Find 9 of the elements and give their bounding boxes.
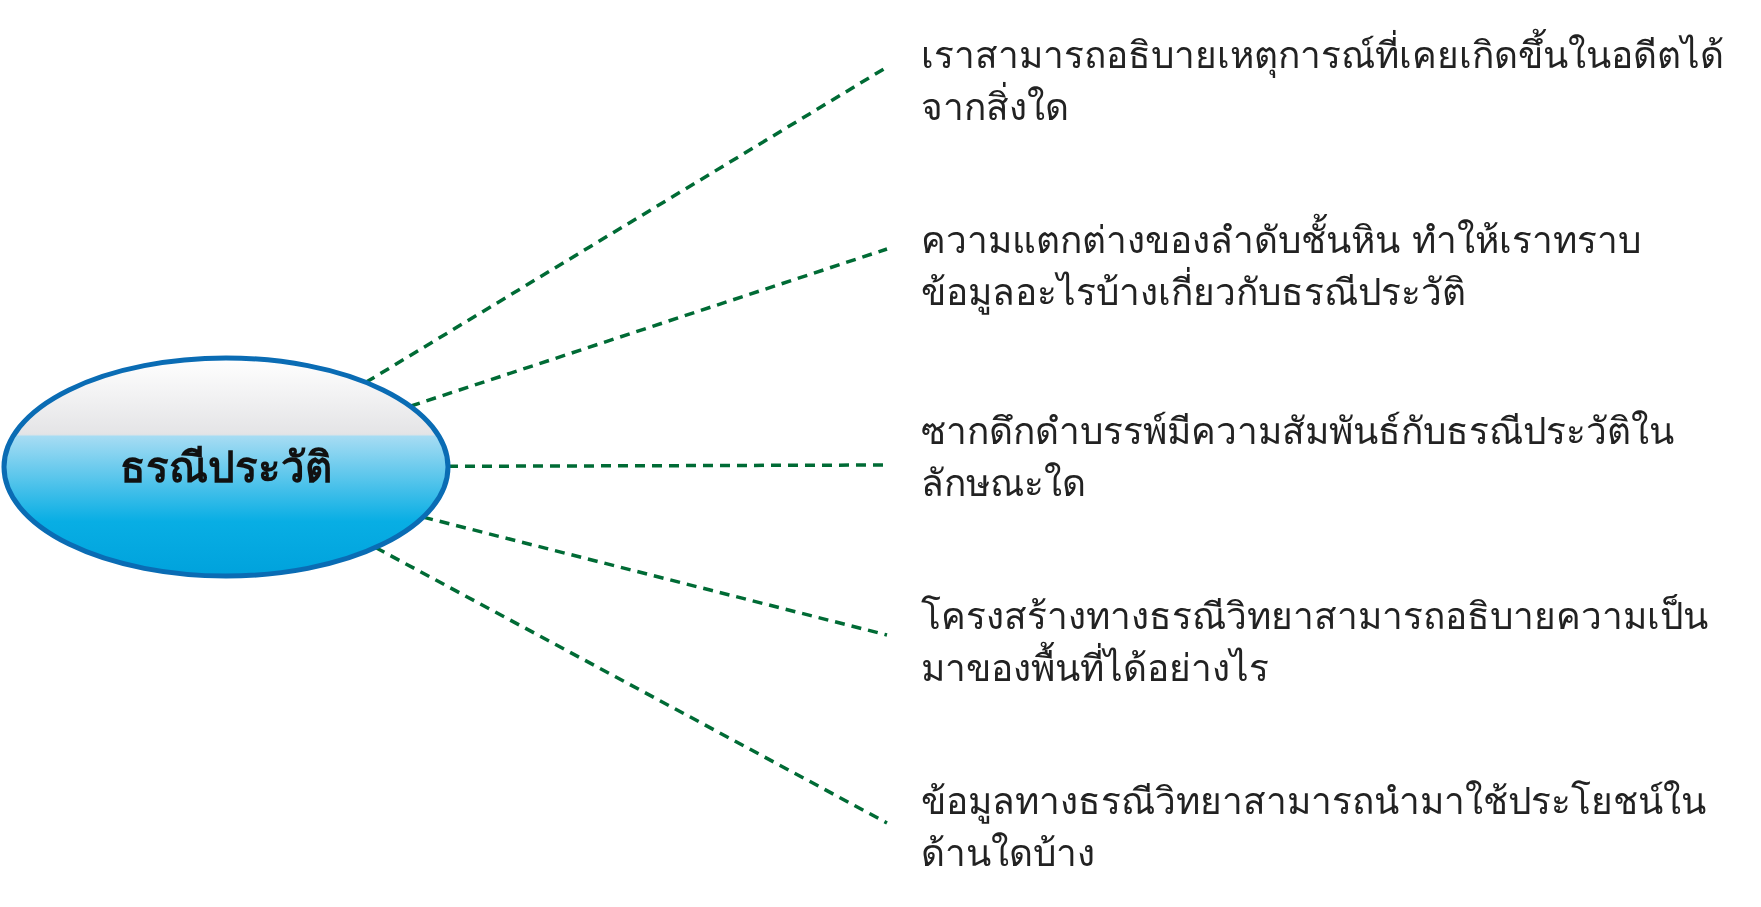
question-text: ซากดึกดำบรรพ์มีความสัมพันธ์กับธรณีประวัติในลักษณะใด <box>887 406 1727 510</box>
dashed-connector <box>422 515 888 637</box>
question-text: โครงสร้างทางธรณีวิทยาสามารถอธิบายความเป็นมาของพื้นที่ได้อย่างไร <box>887 591 1727 695</box>
question-text: เราสามารถอธิบายเหตุการณ์ที่เคยเกิดขึ้นในอดีตได้จากสิ่งใด <box>887 30 1727 134</box>
question-text: ข้อมูลทางธรณีวิทยาสามารถนำมาใช้ประโยชน์ในด้านใดบ้าง <box>887 776 1727 880</box>
question-text: ความแตกต่างของลำดับชั้นหิน ทำให้เราทราบข้อมูลอะไรบ้างเกี่ยวกับธรณีประวัติ <box>887 215 1727 319</box>
dashed-connector <box>409 247 888 408</box>
topic-ellipse: ธรณีประวัติ <box>1 355 451 579</box>
dashed-connector <box>374 546 888 825</box>
